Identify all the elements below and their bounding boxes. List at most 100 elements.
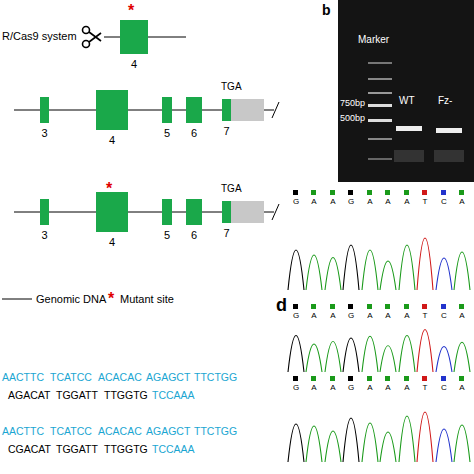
exon-box: 3 (40, 199, 49, 225)
mutant-asterisk: * (108, 291, 114, 307)
base-marker (422, 376, 427, 381)
base-call: A (330, 198, 335, 206)
sequence-group: TTGGTG (104, 444, 148, 455)
base-call: A (404, 312, 409, 320)
base-call: C (441, 312, 447, 320)
exon-box: 3 (40, 97, 49, 123)
base-marker (311, 190, 316, 195)
exon-number: 5 (164, 230, 170, 241)
intron-line (172, 110, 186, 111)
intron-line (49, 110, 96, 111)
sequence-group: TTGGTG (104, 390, 148, 401)
genomic-line (2, 37, 279, 299)
base-call: T (423, 198, 428, 206)
base-call: A (385, 384, 390, 392)
sequence-group: CGACAT (8, 444, 51, 455)
sequence-group: AGAGCT (146, 372, 190, 383)
exon-number: 7 (223, 126, 229, 137)
exon-number: 3 (41, 230, 47, 241)
base-call: C (441, 198, 447, 206)
intron-line (128, 212, 162, 213)
intron-line (202, 110, 222, 111)
sequence-group: TCCAAA (152, 444, 195, 455)
base-marker (367, 304, 372, 309)
exon-box: 5 (162, 199, 172, 225)
base-marker (441, 190, 446, 195)
gel-image (338, 0, 474, 182)
base-call: T (423, 384, 428, 392)
sequence-group: TTCTGG (194, 372, 237, 383)
base-marker (385, 376, 390, 381)
base-call: A (385, 312, 390, 320)
panel-letter: b (322, 3, 331, 17)
base-call: A (385, 198, 390, 206)
exon-number: 5 (164, 128, 170, 139)
base-call: G (293, 198, 299, 206)
base-call: A (459, 312, 464, 320)
base-call: A (311, 198, 316, 206)
sequence-group: AACTTC (2, 426, 44, 437)
base-call: A (311, 312, 316, 320)
panel-letter: d (276, 296, 287, 314)
base-marker (459, 190, 464, 195)
sequence-group: ACACAC (98, 372, 142, 383)
exon-box: 6 (186, 97, 202, 123)
base-marker (404, 376, 409, 381)
scissors-icon (83, 27, 102, 48)
base-marker (385, 304, 390, 309)
exon-box: 5 (162, 97, 172, 123)
exon-box: 7 (222, 99, 264, 121)
base-marker (367, 190, 372, 195)
base-marker (367, 376, 372, 381)
exon-box: 4 (96, 192, 128, 232)
base-marker (348, 304, 353, 309)
sequence-group: AGACAT (8, 390, 50, 401)
exon-number: 7 (223, 228, 229, 239)
exon-number: 4 (109, 135, 115, 146)
base-marker (404, 190, 409, 195)
base-marker (441, 304, 446, 309)
exon-box: 6 (186, 199, 202, 225)
sequence-group: TTCTGG (194, 426, 237, 437)
base-marker (422, 190, 427, 195)
stop-codon: TGA (221, 82, 242, 92)
exon-number: 6 (191, 230, 197, 241)
base-marker (330, 304, 335, 309)
chromatogram (288, 238, 470, 462)
base-call: T (423, 312, 428, 320)
stop-codon: TGA (221, 184, 242, 194)
sequence-group: AGAGCT (146, 426, 190, 437)
base-call: G (348, 384, 354, 392)
intron-line (128, 110, 162, 111)
intron-line (172, 212, 186, 213)
base-marker (404, 304, 409, 309)
base-marker (441, 376, 446, 381)
base-marker (348, 376, 353, 381)
base-call: C (441, 384, 447, 392)
legend-text: Genomic DNA (36, 294, 106, 305)
base-call: G (293, 312, 299, 320)
size-marker: 500bp (340, 114, 365, 123)
base-call: G (293, 384, 299, 392)
base-marker (330, 376, 335, 381)
base-call: A (404, 384, 409, 392)
base-marker (330, 190, 335, 195)
base-call: A (459, 384, 464, 392)
exon-box: 4 (120, 20, 148, 54)
base-call: A (459, 198, 464, 206)
size-marker: 750bp (340, 99, 365, 108)
sequence-group: TGGATT (56, 444, 98, 455)
base-call: A (367, 312, 372, 320)
sequence-group: TCATCC (50, 372, 92, 383)
base-marker (293, 304, 298, 309)
legend-text: Mutant site (120, 294, 174, 305)
base-call: A (367, 384, 372, 392)
sequence-group: TCATCC (50, 426, 92, 437)
exon-box: 4 (96, 90, 128, 130)
exon-box: 7 (222, 201, 264, 223)
base-call: G (348, 198, 354, 206)
mutant-asterisk: * (128, 3, 134, 19)
base-marker (311, 376, 316, 381)
